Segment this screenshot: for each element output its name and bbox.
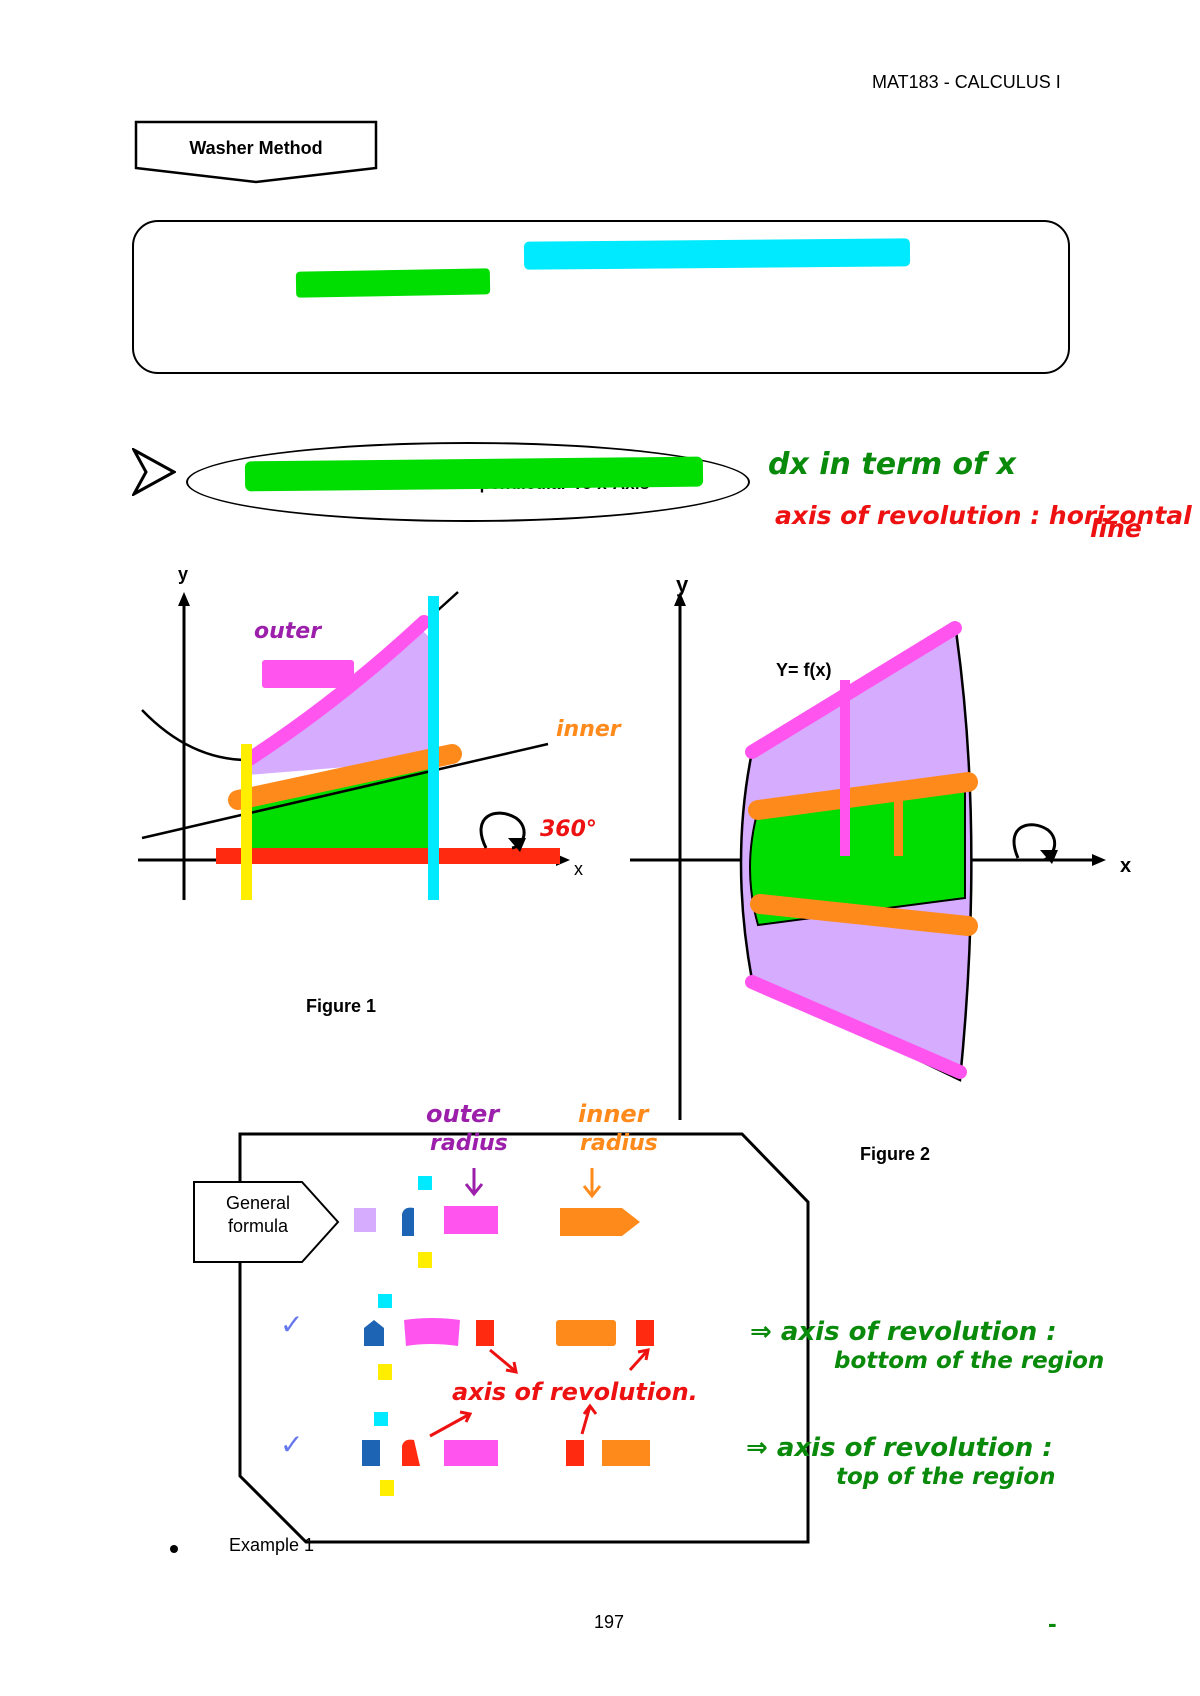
row3-lower-limit — [380, 1480, 394, 1496]
fig1-region-green — [248, 762, 432, 855]
figure-1-caption: Figure 1 — [306, 996, 376, 1016]
row3-upper-limit — [374, 1412, 388, 1426]
section-title: Washer Method — [189, 138, 323, 158]
general-formula-integral-block — [402, 1207, 414, 1236]
formula-box: outer radius inner radius ✓ axis of revo… — [193, 1100, 1104, 1544]
fig2-bottom-outer-stroke — [745, 975, 967, 1079]
fig2-x-arrow-icon — [1092, 854, 1106, 866]
general-formula-outer-block — [444, 1206, 498, 1234]
fig2-function-label: Y= f(x) — [776, 660, 832, 680]
figure-2: y x Y= f(x) Figure 2 — [630, 572, 1131, 1164]
row3-outer-axis-block — [402, 1439, 420, 1466]
fig1-left-bound — [241, 744, 252, 900]
general-formula-upper-limit — [418, 1176, 432, 1190]
general-formula-tag — [193, 1181, 340, 1263]
row2-note-line1: ⇒ axis of revolution : — [750, 1317, 1057, 1347]
fig1-rotation-arrowhead-icon — [508, 838, 526, 852]
row3-axis-arrow-left-icon — [429, 1410, 473, 1438]
fig1-right-bound — [428, 596, 439, 900]
row2-lower-limit — [378, 1364, 392, 1380]
fig1-x-label: x — [574, 859, 583, 879]
fig2-outer-radius-marker — [840, 680, 850, 856]
fig2-x-label: x — [1120, 855, 1131, 877]
definition-box — [132, 220, 1070, 374]
bullet-dot-icon — [170, 1545, 178, 1553]
case-oval — [186, 442, 750, 522]
row2-upper-limit — [378, 1294, 392, 1308]
figure-1: y x outer inner 360° Figure 1 — [138, 564, 622, 1016]
fig2-y-arrow-icon — [674, 592, 686, 606]
row3-note-line1: ⇒ axis of revolution : — [746, 1433, 1053, 1463]
row3-integral-block — [362, 1440, 380, 1466]
outer-radius-label-1: outer — [426, 1100, 501, 1128]
checkmark-icon-row3: ✓ — [280, 1429, 303, 1460]
arrow-bullet-icon — [132, 448, 176, 496]
row3-note-line2: top of the region — [836, 1464, 1056, 1490]
dx-note: dx in term of x — [768, 447, 1018, 482]
axis-of-revolution-label: axis of revolution. — [452, 1378, 698, 1406]
fig2-y-label: y — [676, 572, 689, 597]
row2-inner-axis-block — [636, 1320, 654, 1346]
fig1-y-label: y — [178, 564, 188, 584]
fig1-inner-label: inner — [556, 717, 622, 742]
axis-note-line1: axis of revolution : horizontal — [775, 501, 1192, 530]
fig2-rotation-arrowhead-icon — [1040, 850, 1058, 864]
row2-outer-block — [404, 1318, 460, 1346]
row2-integral-block — [364, 1320, 384, 1346]
fig2-top-inner-stroke — [748, 772, 978, 820]
general-formula-lower-limit — [418, 1252, 432, 1268]
general-formula-line1: General — [225, 1193, 291, 1213]
fig1-outer-formula-highlight — [262, 660, 354, 688]
figure-2-caption: Figure 2 — [860, 1144, 930, 1164]
row2-axis-arrow-left-icon — [489, 1348, 518, 1374]
axis-note-line2: line — [1090, 514, 1142, 543]
fig2-inner-radius-marker — [894, 786, 903, 856]
row2-axis-arrow-right-icon — [628, 1348, 650, 1372]
row2-note-line2: bottom of the region — [834, 1348, 1104, 1374]
row2-outer-axis-block — [476, 1320, 494, 1346]
row3-axis-arrow-right-icon — [580, 1403, 598, 1435]
fig1-axis-stroke — [216, 848, 560, 864]
checkmark-icon-row2: ✓ — [280, 1309, 303, 1340]
footer-dash: - — [1048, 1608, 1057, 1638]
row3-inner-block — [602, 1440, 650, 1466]
inner-radius-arrow-icon — [582, 1168, 602, 1199]
inner-radius-label-2: radius — [580, 1131, 658, 1156]
outer-radius-arrow-icon — [464, 1168, 484, 1197]
general-formula-pi-block — [354, 1208, 376, 1232]
outer-radius-label-2: radius — [430, 1131, 508, 1156]
fig1-outer-label: outer — [254, 619, 322, 644]
page-header: MAT183 - CALCULUS I — [872, 72, 1061, 92]
fig1-outer-stroke — [241, 615, 431, 767]
inner-radius-label-1: inner — [578, 1100, 651, 1128]
general-formula-line2: formula — [227, 1216, 289, 1236]
fig1-inner-line — [141, 742, 549, 840]
page-number: 197 — [594, 1612, 625, 1632]
row3-outer-block — [444, 1440, 498, 1466]
row2-inner-block — [556, 1320, 616, 1346]
fig1-rotation-label: 360° — [540, 817, 597, 842]
row3-inner-axis-block — [566, 1440, 584, 1466]
fig1-y-arrow-icon — [178, 592, 190, 606]
general-formula-label: General formula — [198, 1192, 318, 1238]
formula-box-frame — [238, 1132, 810, 1544]
general-formula-inner-block — [560, 1208, 640, 1236]
example-label: Example 1 — [229, 1535, 315, 1555]
fig2-top-outer-stroke — [745, 621, 962, 759]
fig1-inner-stroke — [228, 744, 462, 810]
section-banner — [134, 120, 378, 184]
fig2-bottom-inner-stroke — [750, 894, 978, 936]
